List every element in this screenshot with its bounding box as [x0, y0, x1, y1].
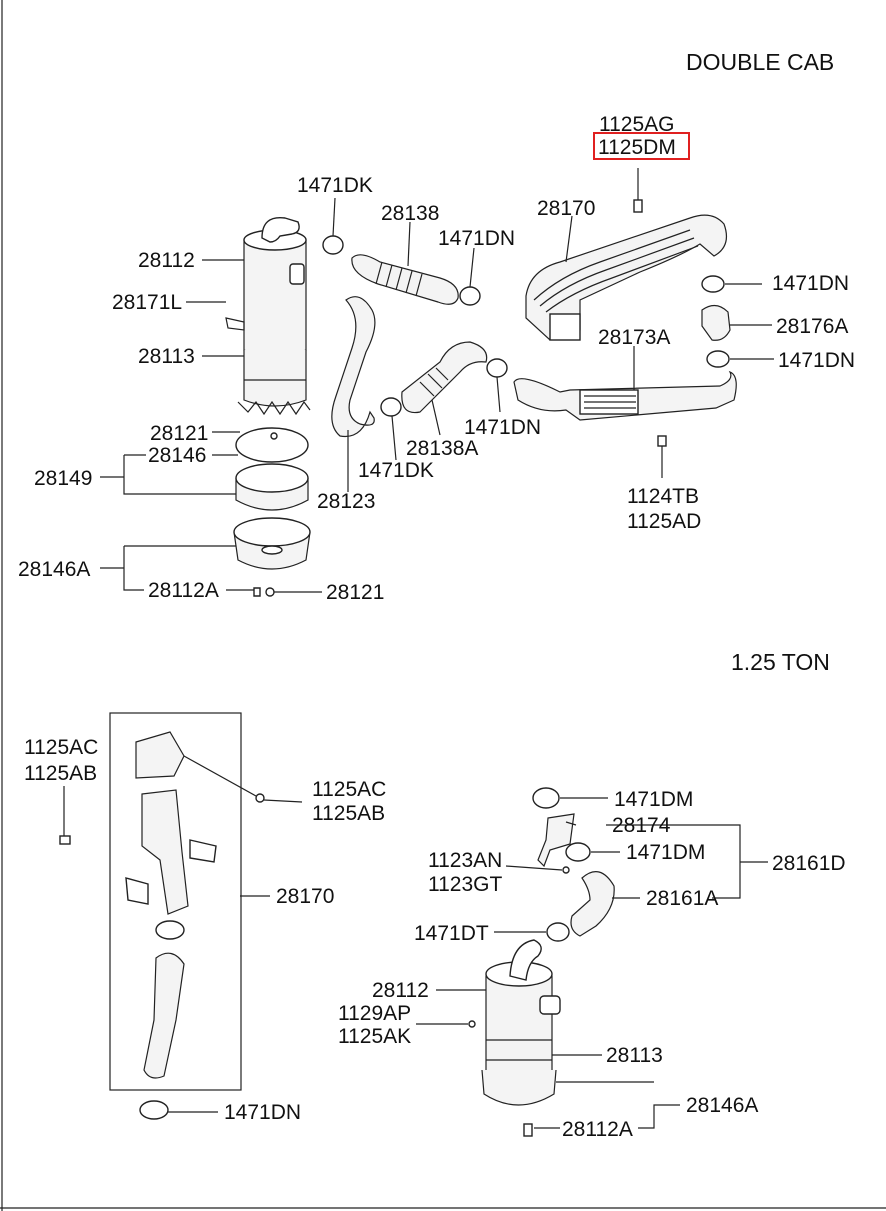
label-1125ak: 1125AK — [338, 1025, 411, 1048]
label-1125ag: 1125AG — [599, 113, 675, 136]
hose-28161a — [570, 871, 615, 937]
clamp-1471dm-b — [565, 842, 591, 862]
label-1123gt: 1123GT — [428, 873, 502, 896]
gasket-bolt — [270, 432, 278, 440]
gasket-ring — [235, 427, 309, 463]
label-28113-top: 28113 — [138, 345, 195, 368]
pipe-28174 — [537, 813, 575, 868]
hose-28123 — [331, 296, 376, 438]
label-28146: 28146 — [148, 444, 206, 467]
label-28170-bot: 28170 — [276, 885, 334, 908]
label-1471dt: 1471DT — [414, 922, 489, 945]
label-1471dn-b: 1471DN — [772, 272, 849, 295]
label-1125ad: 1125AD — [627, 510, 701, 533]
label-1123an: 1123AN — [428, 849, 502, 872]
label-1124tb: 1124TB — [627, 485, 699, 508]
intercooler-duct-28170 — [525, 214, 727, 341]
label-28161d: 28161D — [772, 852, 846, 875]
air-cleaner-cover — [233, 517, 311, 570]
top-leader-lines — [100, 197, 774, 593]
label-1471dn-a: 1471DN — [438, 227, 515, 250]
section-title-double-cab: DOUBLE CAB — [686, 49, 834, 75]
label-28171l: 28171L — [112, 291, 182, 314]
label-28149: 28149 — [34, 467, 92, 490]
label-28112-bot: 28112 — [372, 979, 429, 1002]
bracket-duct-assembly — [125, 731, 217, 915]
clamp-1471dn-d — [486, 358, 508, 378]
bottom-leader-lines — [168, 797, 768, 1129]
label-28170-top: 28170 — [537, 197, 595, 220]
hose-bottom-box — [143, 952, 185, 1079]
clamp-1471dn-bot — [139, 1100, 169, 1120]
hose-28176a — [701, 304, 731, 341]
label-1471dk-top: 1471DK — [297, 174, 373, 197]
part-labels: 1125AG 1125DM 1471DK 28138 1471DN 28170 … — [18, 113, 855, 1141]
label-28146a-bot: 28146A — [686, 1094, 758, 1117]
label-28113-bot: 28113 — [606, 1044, 663, 1067]
bolt-1123an — [562, 866, 570, 874]
label-1471dn-c: 1471DN — [778, 349, 855, 372]
bolt-1125dm — [633, 168, 643, 213]
leader-bracket-bolt — [183, 755, 257, 797]
intercooler-28173a — [513, 370, 737, 421]
label-1471dn-d: 1471DN — [464, 416, 541, 439]
label-1471dk-b: 1471DK — [358, 459, 434, 482]
label-1471dn-bot: 1471DN — [224, 1101, 301, 1124]
clamp-1471dk-b — [380, 397, 402, 417]
label-1125ab-left: 1125AB — [24, 762, 97, 785]
label-1125ac-left: 1125AC — [24, 736, 98, 759]
bolt-1125ac-right — [255, 793, 265, 803]
clamp-1471dn-c — [706, 350, 730, 368]
label-1125ac-right: 1125AC — [312, 778, 386, 801]
label-28112a-bot: 28112A — [562, 1118, 633, 1141]
bolt-1124tb — [657, 435, 667, 478]
highlight-box-1125dm — [593, 132, 690, 160]
clamp-1471dk-top — [322, 235, 344, 255]
screw-28112a — [253, 587, 261, 597]
air-cleaner-28112-bottom — [481, 939, 561, 1106]
label-28173a: 28173A — [598, 326, 670, 349]
label-28161a: 28161A — [646, 887, 718, 910]
air-filter-element — [235, 463, 309, 511]
label-28138a: 28138A — [406, 437, 478, 460]
clamp-1471dt — [546, 922, 570, 942]
screw-28121 — [265, 587, 275, 597]
clamp-bottom-box — [155, 920, 185, 940]
label-1471dm-b: 1471DM — [626, 841, 705, 864]
air-cleaner-housing — [225, 216, 311, 416]
label-1125dm: 1125DM — [598, 136, 676, 159]
screw-28112a-bot — [523, 1123, 533, 1137]
clamp-1471dm-a — [532, 787, 560, 809]
label-28174: 28174 — [612, 814, 671, 837]
clamp-1471dn-b — [701, 275, 725, 293]
label-28146a-top: 28146A — [18, 558, 90, 581]
label-28112a-top: 28112A — [148, 579, 219, 602]
bolt-1125ac-left — [59, 786, 71, 845]
bolt-1129ap — [468, 1020, 476, 1028]
label-28121-a: 28121 — [150, 422, 208, 445]
label-28112-top: 28112 — [138, 249, 195, 272]
label-1125ab-right: 1125AB — [312, 802, 385, 825]
clamp-1471dn-a — [459, 286, 481, 306]
section-title-1-25-ton: 1.25 TON — [731, 649, 830, 675]
hose-28138a — [401, 341, 488, 414]
detail-box-28170 — [109, 712, 242, 1091]
label-28176a: 28176A — [776, 315, 848, 338]
label-28123: 28123 — [317, 490, 375, 513]
label-28121-b: 28121 — [326, 581, 384, 604]
label-1129ap: 1129AP — [338, 1002, 411, 1025]
label-1471dm-a: 1471DM — [614, 788, 693, 811]
label-28138: 28138 — [381, 202, 439, 225]
hose-28138 — [351, 254, 459, 305]
